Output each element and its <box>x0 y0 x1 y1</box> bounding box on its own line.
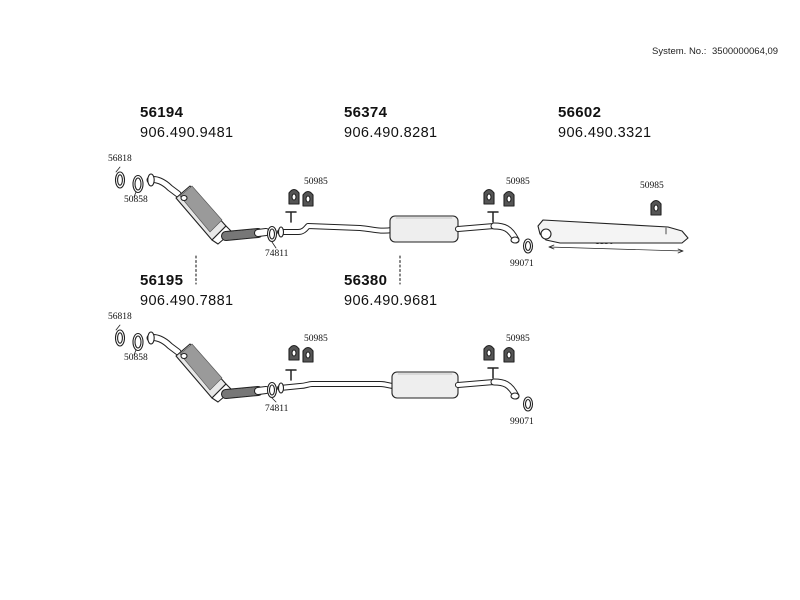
assembly-56374-oem: 906.490.8281 <box>344 125 438 141</box>
assembly-56194-part: 56194 <box>140 104 184 121</box>
clamp-99071 <box>522 396 534 412</box>
label-hanger-50985: 50985 <box>304 334 328 344</box>
label-hanger-50985: 50985 <box>506 177 530 187</box>
label-gasket-56818: 56818 <box>108 154 132 164</box>
assembly-56380-part: 56380 <box>344 272 388 289</box>
clamp-99071 <box>522 238 534 254</box>
label-gasket-56818: 56818 <box>108 312 132 322</box>
ring-50858 <box>132 174 144 198</box>
hanger-50985 <box>483 344 515 363</box>
hanger-50985 <box>650 199 662 216</box>
system-number-value: 3500000064,09 <box>712 46 779 57</box>
middle-silencer-bottom <box>277 367 520 400</box>
clamp-74811 <box>266 381 278 403</box>
hanger-50985 <box>288 188 314 207</box>
assembly-56602-oem: 906.490.3321 <box>558 125 652 141</box>
assembly-56602-part: 56602 <box>558 104 602 121</box>
label-clamp-99071: 99071 <box>510 259 534 269</box>
rear-silencer-56602 <box>537 219 689 254</box>
assembly-56374-part: 56374 <box>344 104 388 121</box>
gasket-56818 <box>114 324 126 347</box>
gasket-56818 <box>114 166 126 189</box>
middle-silencer-top <box>277 211 520 244</box>
hanger-50985 <box>288 344 314 363</box>
label-clamp-74811: 74811 <box>265 404 289 414</box>
front-pipe-catalyst <box>146 331 233 403</box>
label-hanger-50985: 50985 <box>304 177 328 187</box>
flex-pipe <box>221 228 270 241</box>
assembly-56195-oem: 906.490.7881 <box>140 293 234 309</box>
ring-50858 <box>132 332 144 356</box>
label-ring-50858: 50858 <box>124 353 148 363</box>
label-hanger-50985: 50985 <box>640 181 664 191</box>
flex-pipe <box>221 386 270 399</box>
label-hanger-50985: 50985 <box>506 334 530 344</box>
label-clamp-74811: 74811 <box>265 249 289 259</box>
assembly-56380-oem: 906.490.9681 <box>344 293 438 309</box>
hanger-50985 <box>483 188 515 207</box>
assembly-56195-part: 56195 <box>140 272 184 289</box>
system-number: System. No.: 3500000064,09 <box>652 46 778 57</box>
clamp-74811 <box>266 225 278 249</box>
label-ring-50858: 50858 <box>124 195 148 205</box>
label-clamp-99071: 99071 <box>510 417 534 427</box>
system-number-label: System. No.: <box>652 46 707 57</box>
assembly-56194-oem: 906.490.9481 <box>140 125 234 141</box>
front-pipe-catalyst <box>146 173 233 245</box>
